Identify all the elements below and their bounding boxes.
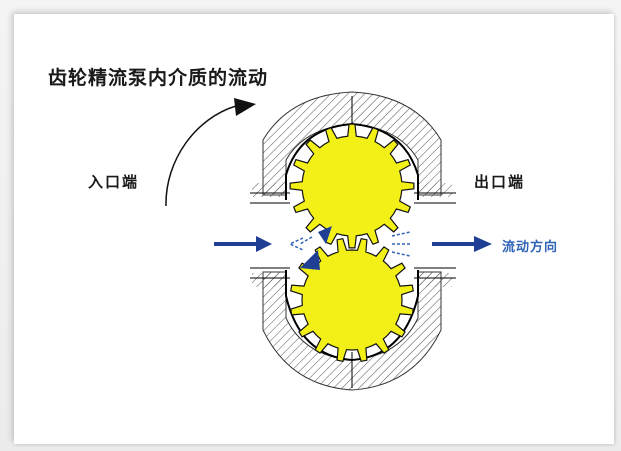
- right-arrow-icon: [432, 236, 492, 252]
- inlet-arrow-icon: [214, 236, 272, 252]
- pump-casing: [250, 91, 456, 391]
- inlet-label: 入口端: [88, 173, 140, 191]
- small-flow-arrows: [288, 231, 412, 257]
- flow-direction-label: 流动方向: [502, 240, 559, 255]
- curved-arrow-icon: [165, 98, 256, 207]
- lower-gear: [290, 238, 414, 362]
- upper-gear: [289, 123, 415, 249]
- diagram-title: 齿轮精流泵内介质的流动: [48, 67, 269, 89]
- medium-wedge: [318, 226, 332, 244]
- medium-wedge-lower: [300, 250, 320, 270]
- gear-body: [289, 123, 415, 249]
- outlet-label: 出口端: [474, 173, 526, 191]
- gear-body: [290, 238, 414, 362]
